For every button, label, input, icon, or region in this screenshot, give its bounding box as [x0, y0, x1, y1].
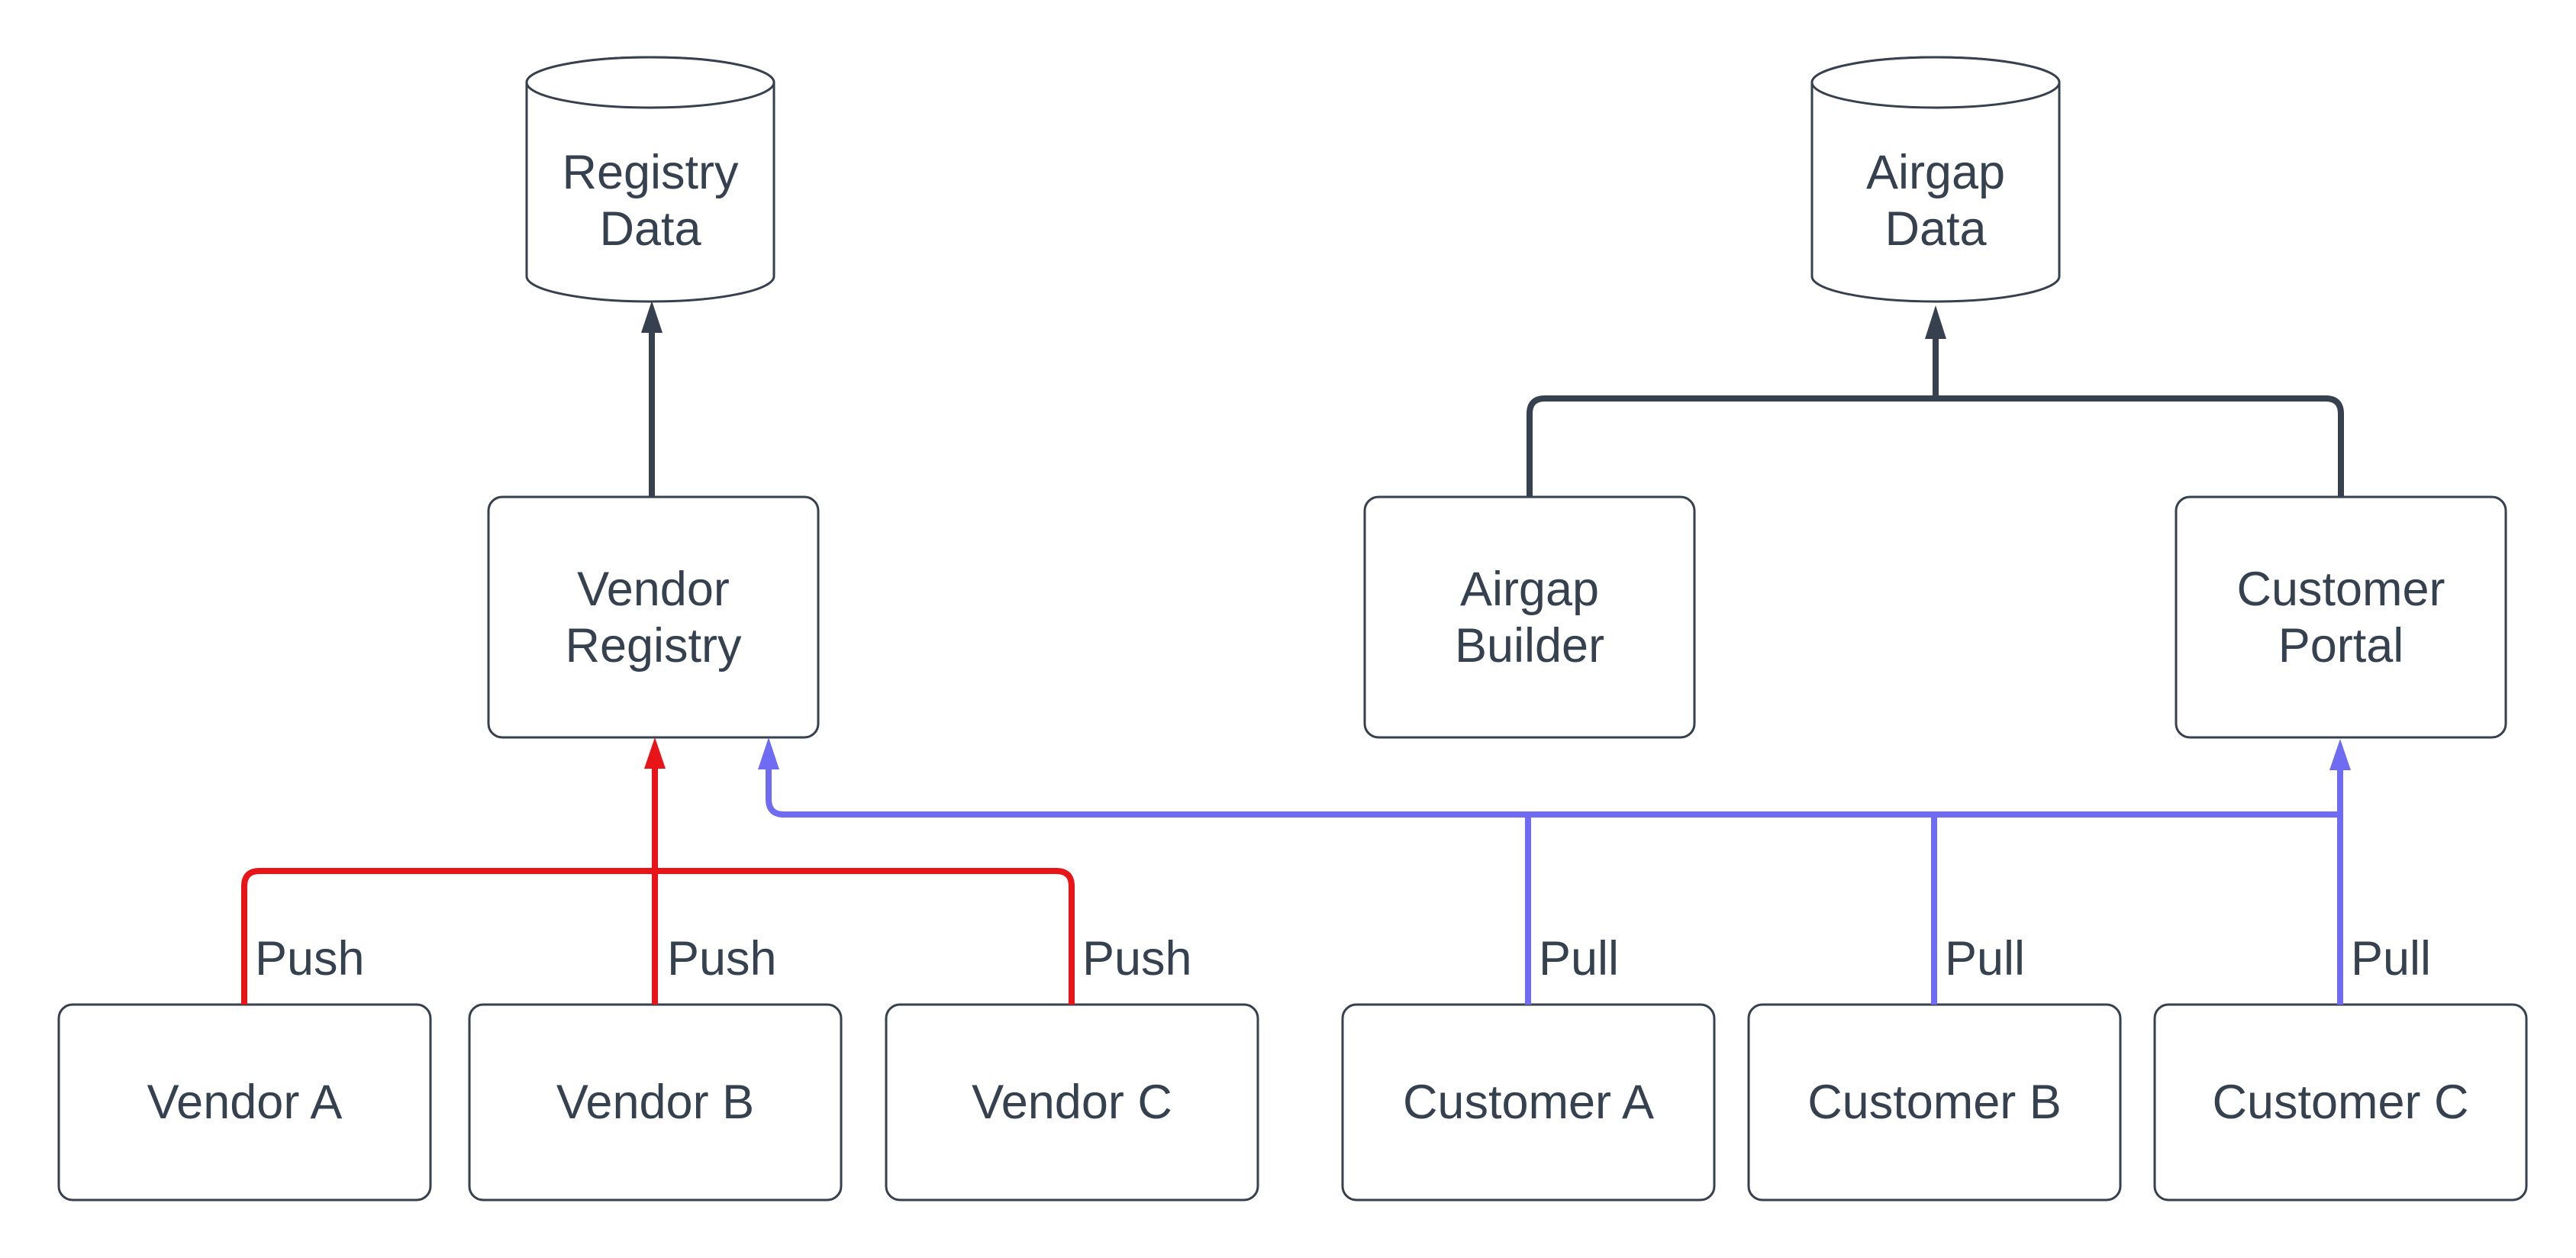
- arrowhead-pull-vendor-registry: [758, 737, 779, 769]
- arrowhead-pull-customer-portal: [2329, 739, 2351, 770]
- airgap-data-cylinder: [1810, 56, 2061, 303]
- customer-c-box: [2153, 1003, 2528, 1202]
- arrowhead-registry-data: [641, 301, 663, 333]
- arrowhead-push-vendor-registry: [644, 737, 666, 769]
- vendor-b-box: [468, 1003, 843, 1202]
- airgap-builder-box: [1363, 495, 1696, 739]
- registry-data-cylinder: [525, 56, 775, 303]
- edge-airgap-builder-to-airgap-data: [1527, 395, 1936, 497]
- edge-customer-portal-to-airgap-data: [1936, 395, 2344, 497]
- edge-vendor-a-push: [241, 868, 655, 1005]
- customer-b-box: [1747, 1003, 2122, 1202]
- edge-vendor-c-push: [655, 868, 1075, 1005]
- customer-portal-box: [2175, 495, 2507, 739]
- customer-a-box: [1341, 1003, 1716, 1202]
- arrowhead-airgap-data: [1925, 305, 1946, 339]
- vendor-c-box: [885, 1003, 1259, 1202]
- airgap-data-cylinder-top: [1810, 56, 2061, 109]
- vendor-registry-box: [487, 495, 820, 739]
- edge-pull-bus: [766, 769, 2340, 818]
- registry-data-cylinder-top: [525, 56, 775, 109]
- vendor-a-box: [57, 1003, 432, 1202]
